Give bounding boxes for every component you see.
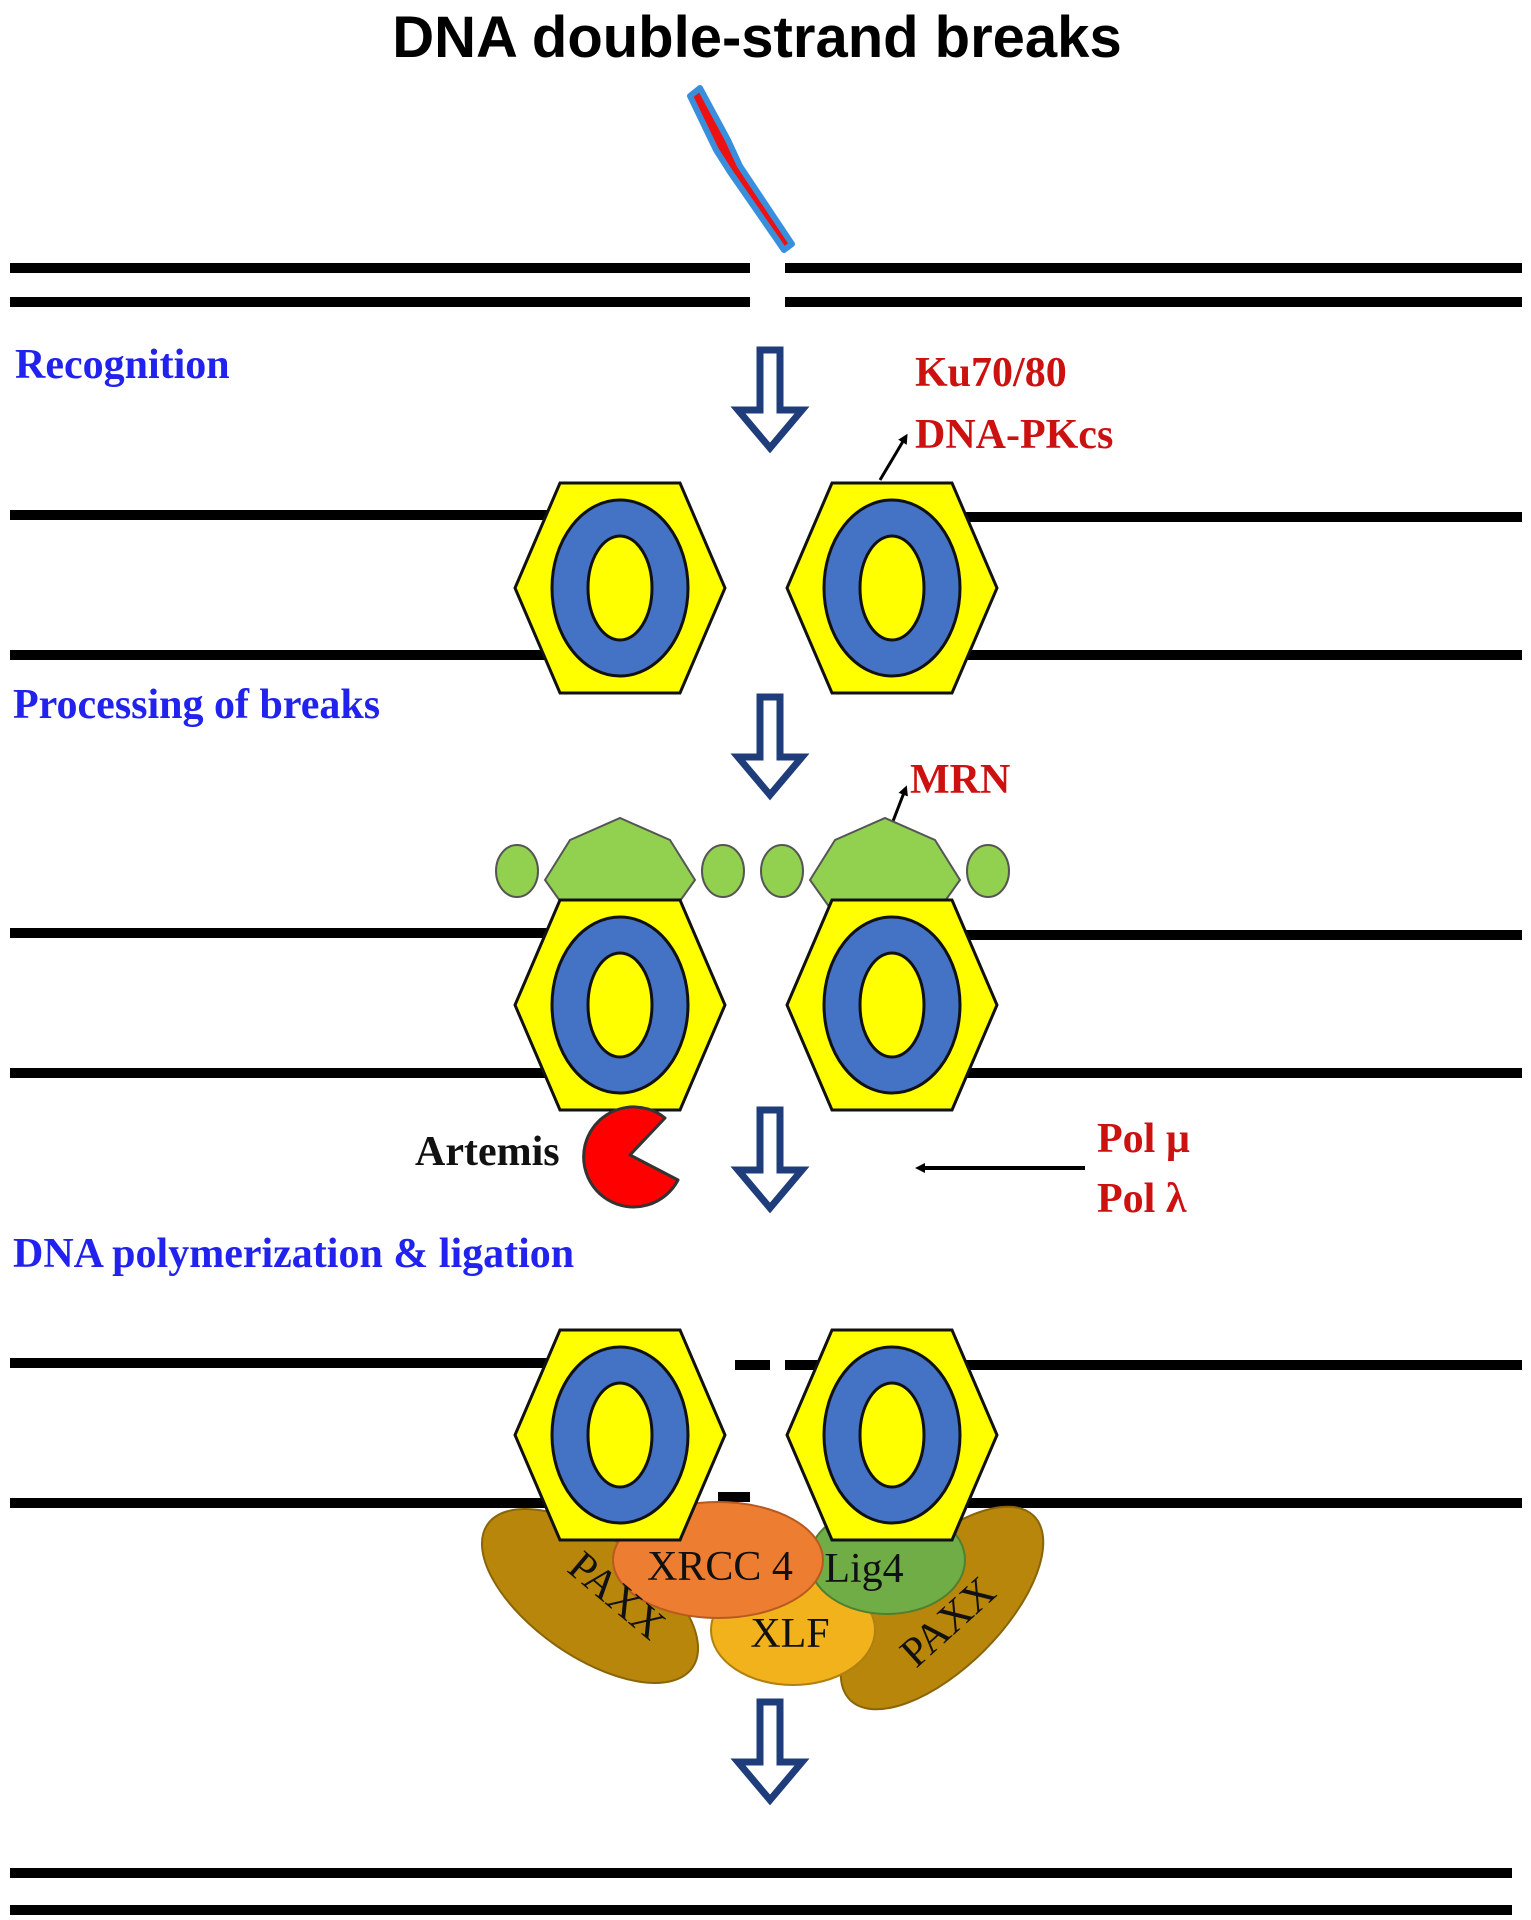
flow-arrow-icon xyxy=(738,350,802,448)
step-recognition-label: Recognition xyxy=(15,342,230,388)
ku-label: Ku70/80 xyxy=(915,350,1067,396)
mrn-bound-dna xyxy=(10,817,1522,1112)
ku-complex-right xyxy=(785,1328,999,1542)
ku-pointer-arrow xyxy=(878,433,908,481)
lig4-label: Lig4 xyxy=(824,1546,903,1592)
xlf-label: XLF xyxy=(750,1611,829,1657)
flow-arrow-icon xyxy=(738,1110,802,1208)
ku-complex-left xyxy=(513,1328,727,1542)
ku-complex-left xyxy=(513,898,727,1112)
artemis-label: Artemis xyxy=(415,1129,560,1175)
flow-arrow-icon xyxy=(738,697,802,795)
ku-complex-left xyxy=(513,481,727,695)
step-processing-label: Processing of breaks xyxy=(13,682,380,728)
pol-mu-label: Pol µ xyxy=(1097,1116,1190,1162)
ku-complex-right xyxy=(785,481,999,695)
broken-dna xyxy=(10,263,1522,307)
ligation-complex: PAXX PAXX XRCC 4 Lig4 XLF xyxy=(10,1328,1522,1711)
ku-bound-dna xyxy=(10,481,1522,695)
xrcc4-label: XRCC 4 xyxy=(647,1544,793,1590)
step-polymerization-label: DNA polymerization & ligation xyxy=(13,1231,574,1277)
diagram-title: DNA double-strand breaks xyxy=(392,5,1121,70)
dnapkcs-label: DNA-PKcs xyxy=(915,412,1113,458)
pol-lambda-label: Pol λ xyxy=(1097,1176,1187,1222)
break-bolt-icon xyxy=(687,85,795,253)
ku-complex-right xyxy=(785,898,999,1112)
artemis-pacman-icon xyxy=(582,1105,680,1209)
repaired-dna xyxy=(10,1868,1512,1915)
mrn-label: MRN xyxy=(910,757,1010,803)
flow-arrow-icon xyxy=(738,1702,802,1800)
